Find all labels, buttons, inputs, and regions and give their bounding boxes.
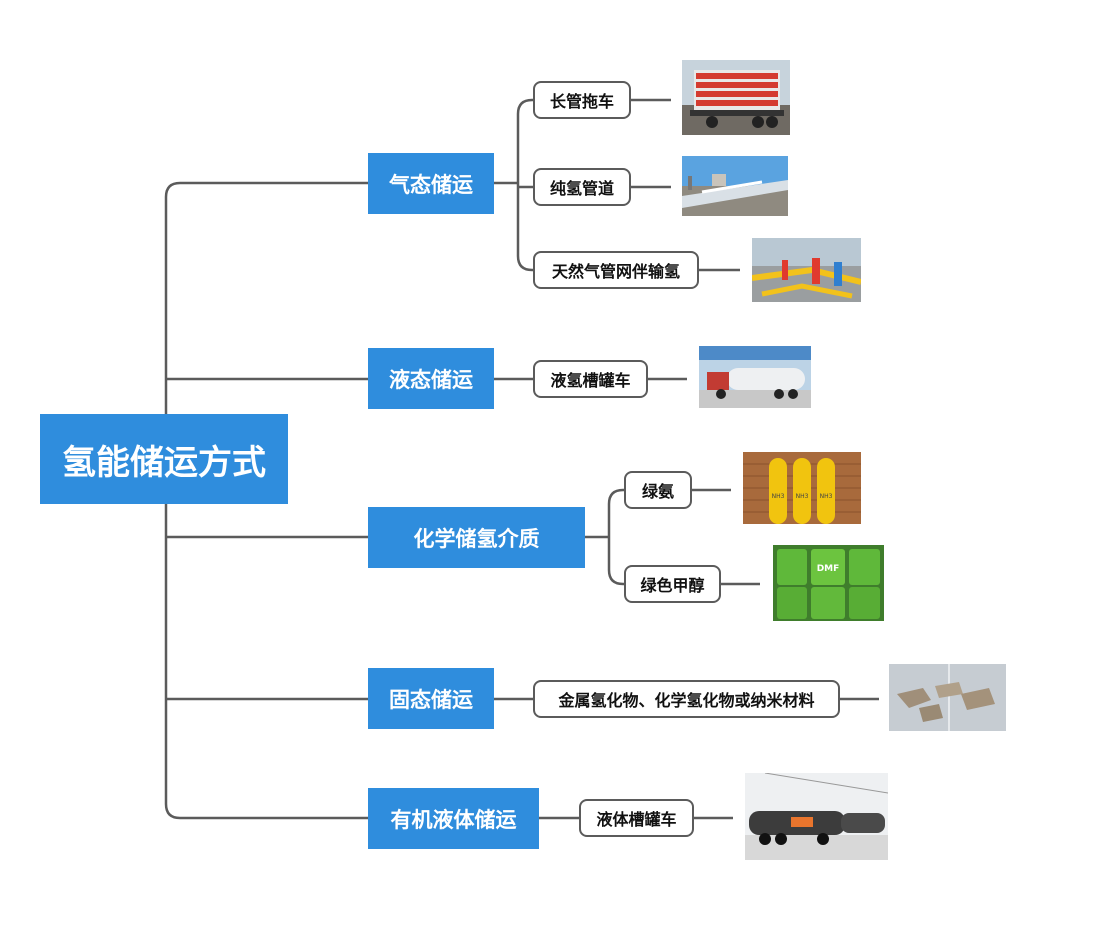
liquid-tanker-trucks-image xyxy=(745,773,888,860)
leaf-green-ammonia: 绿氨 xyxy=(624,471,692,509)
category-chemical-carrier: 化学储氢介质 xyxy=(368,507,585,568)
category-organic-liquid: 有机液体储运 xyxy=(368,788,539,849)
leaf-hydrogen-pipeline: 纯氢管道 xyxy=(533,168,631,206)
methanol-drums-image: DMF xyxy=(773,545,884,621)
cylinder-label-1: NH3 xyxy=(772,493,785,500)
category-liquid: 液态储运 xyxy=(368,348,494,409)
category-gaseous: 气态储运 xyxy=(368,153,494,214)
cylinder-label-2: NH3 xyxy=(796,493,809,500)
leaf-liquid-hydrogen-tanker: 液氢槽罐车 xyxy=(533,360,648,398)
ammonia-cylinders-image: NH3 NH3 NH3 xyxy=(743,452,861,524)
root-node: 氢能储运方式 xyxy=(40,414,288,504)
metal-hydride-blocks-image xyxy=(889,664,1006,731)
gas-network-station-image xyxy=(752,238,861,302)
category-solid: 固态储运 xyxy=(368,668,494,729)
leaf-gas-network-blending: 天然气管网伴输氢 xyxy=(533,251,699,289)
drum-label: DMF xyxy=(817,564,840,574)
leaf-liquid-tanker: 液体槽罐车 xyxy=(579,799,694,837)
hydrogen-pipeline-image xyxy=(682,156,788,216)
leaf-metal-hydride: 金属氢化物、化学氢化物或纳米材料 xyxy=(533,680,840,718)
liquid-hydrogen-tanker-image xyxy=(699,346,811,408)
leaf-tube-trailer: 长管拖车 xyxy=(533,81,631,119)
leaf-green-methanol: 绿色甲醇 xyxy=(624,565,721,603)
cylinder-label-3: NH3 xyxy=(820,493,833,500)
tube-trailer-image xyxy=(682,60,790,135)
